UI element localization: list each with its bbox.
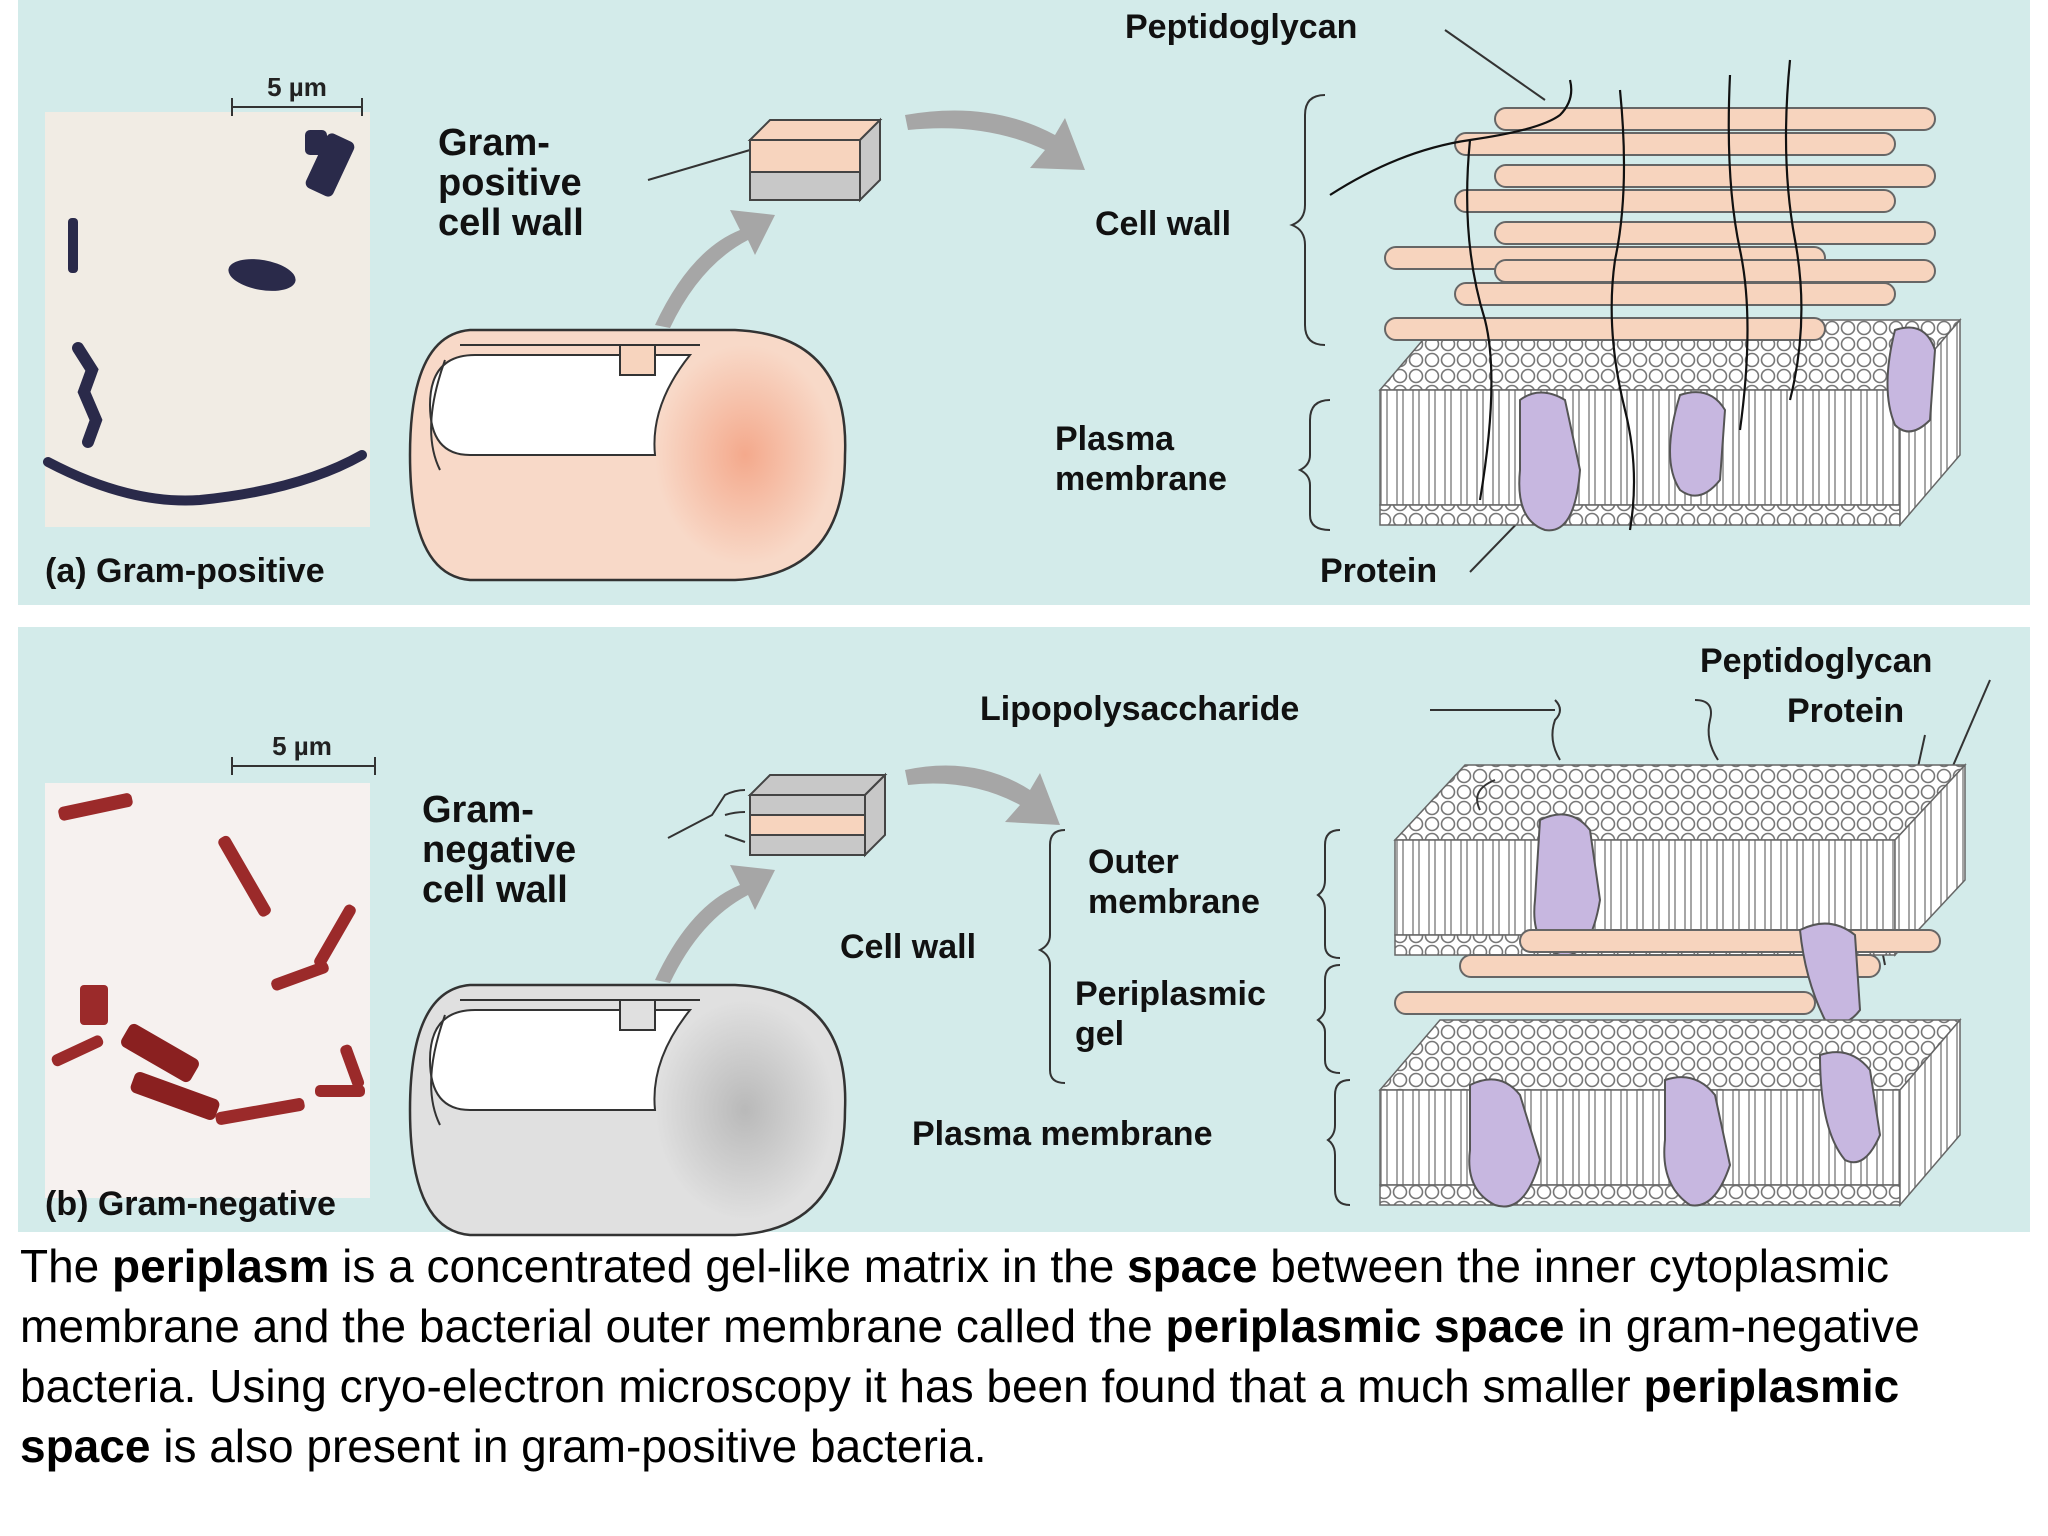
cell-wall-label-b: Cell wall bbox=[840, 928, 976, 966]
caption-bold-periplasm: periplasm bbox=[112, 1240, 330, 1292]
peptidoglycan-layer-a bbox=[1384, 107, 1936, 341]
peptidoglycan-label-b: Peptidoglycan bbox=[1700, 642, 1932, 680]
gram-positive-cell bbox=[408, 328, 847, 582]
arrow-up-a bbox=[655, 210, 775, 328]
plasma-membrane-slab-a bbox=[1378, 317, 1962, 528]
scale-label-a: 5 µm bbox=[267, 72, 327, 102]
caption-text-1: The bbox=[20, 1240, 113, 1292]
plasma-membrane-label-b: Plasma membrane bbox=[912, 1115, 1213, 1153]
caption-text-5: is also present in gram-positive bacteri… bbox=[150, 1420, 987, 1472]
caption-text-3: between the inner cytoplasmic membrane a… bbox=[20, 1240, 1890, 1352]
outer-membrane-slab bbox=[1393, 763, 1967, 957]
plasma-membrane-label-a: Plasma membrane bbox=[1055, 420, 1227, 498]
caption-paragraph: The periplasm is a concentrated gel-like… bbox=[20, 1236, 2030, 1476]
caption-text-4: in gram-negative bacteria. Using cryo-el… bbox=[20, 1300, 1920, 1412]
teichoic-acid-strands-a bbox=[1329, 59, 1803, 531]
lipopolysaccharide-label: Lipopolysaccharide bbox=[980, 690, 1299, 728]
periplasmic-gel-label: Periplasmic gel bbox=[1075, 975, 1275, 1053]
protein-label-b: Protein bbox=[1787, 692, 1904, 730]
outer-membrane-label: Outer membrane bbox=[1088, 843, 1260, 921]
membrane-proteins-a bbox=[1518, 326, 1937, 532]
scale-bar-a: 5 µm bbox=[231, 72, 363, 116]
panel-b-title: (b) Gram-negative bbox=[45, 1185, 336, 1223]
caption-text-2: is a concentrated gel-like matrix in the bbox=[329, 1240, 1128, 1292]
cell-wall-label-a: Cell wall bbox=[1095, 205, 1231, 243]
caption-bold-periplasmic-space: periplasmic space bbox=[1165, 1300, 1565, 1352]
gram-positive-micrograph bbox=[43, 112, 370, 527]
panel-a-title: (a) Gram-positive bbox=[45, 552, 325, 590]
gram-negative-wall-label: Gram- negative cell wall bbox=[422, 789, 587, 911]
arrow-right-a bbox=[905, 110, 1085, 170]
scale-label-b: 5 µm bbox=[272, 731, 332, 761]
gram-negative-cell bbox=[408, 983, 847, 1237]
arrow-right-b bbox=[905, 765, 1060, 825]
peptidoglycan-layer-b bbox=[1394, 922, 1941, 1025]
gram-positive-wall-label: Gram- positive cell wall bbox=[438, 122, 592, 244]
scale-bar-b: 5 µm bbox=[231, 731, 376, 775]
peptidoglycan-label-a: Peptidoglycan bbox=[1125, 8, 1357, 46]
protein-label-a: Protein bbox=[1320, 552, 1437, 590]
arrow-up-b bbox=[655, 865, 775, 983]
plasma-membrane-slab-b bbox=[1378, 1017, 1962, 1208]
gram-negative-micrograph bbox=[45, 783, 370, 1198]
caption-bold-space: space bbox=[1127, 1240, 1258, 1292]
wall-block-icon-b bbox=[747, 772, 888, 858]
wall-block-icon-a bbox=[747, 117, 883, 203]
caption-bold-periplasmic-space-2: periplasmic space bbox=[20, 1360, 1900, 1472]
